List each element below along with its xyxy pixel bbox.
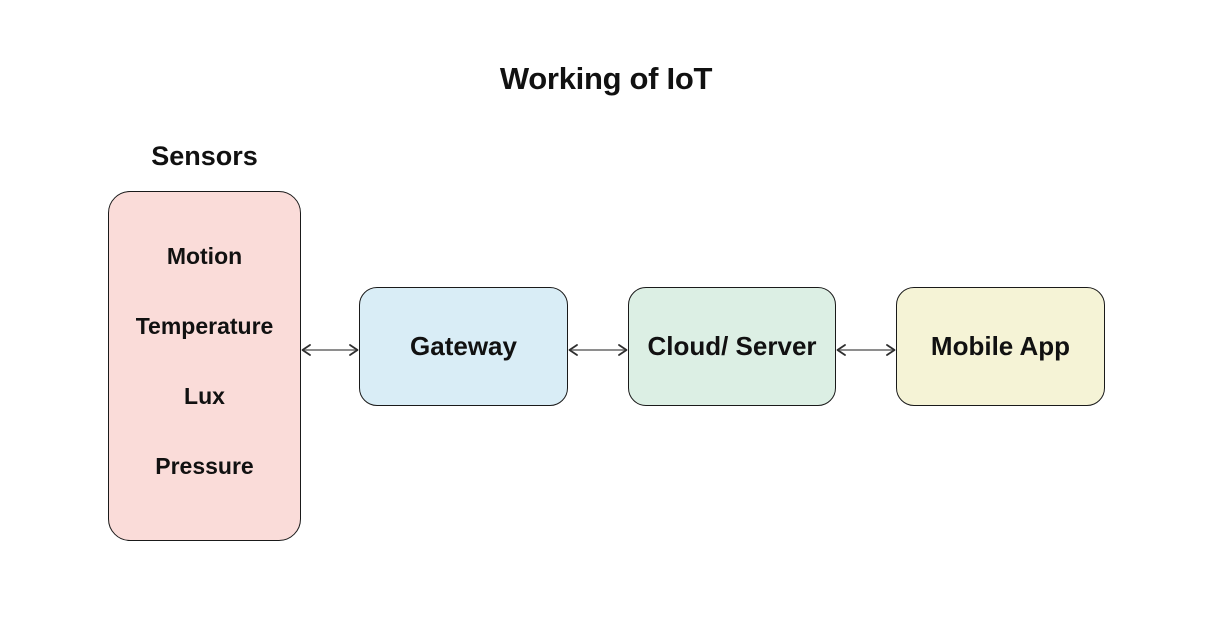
arrow-heads (301, 344, 359, 356)
double-arrow-cloud-mobile (836, 344, 896, 356)
arrow-heads (836, 344, 896, 356)
mobile-app-node: Mobile App (896, 287, 1105, 406)
diagram-title: Working of IoT (499, 61, 713, 96)
sensor-item-temperature: Temperature (135, 313, 274, 339)
arrow-heads (568, 344, 628, 356)
sensor-item-pressure: Pressure (155, 453, 254, 479)
mobile-app-node-label: Mobile App (930, 331, 1071, 361)
sensors-group-label: Sensors (151, 141, 258, 171)
cloud-server-node-label: Cloud/ Server (647, 331, 817, 361)
cloud-server-node: Cloud/ Server (628, 287, 836, 406)
sensors-box: Motion Temperature Lux Pressure (108, 191, 301, 541)
double-arrow-sensors-gateway (301, 344, 359, 356)
double-arrow-gateway-cloud (568, 344, 628, 356)
sensor-item-lux: Lux (184, 383, 225, 409)
sensor-item-motion: Motion (166, 243, 243, 269)
gateway-node: Gateway (359, 287, 568, 406)
gateway-node-label: Gateway (410, 331, 517, 361)
